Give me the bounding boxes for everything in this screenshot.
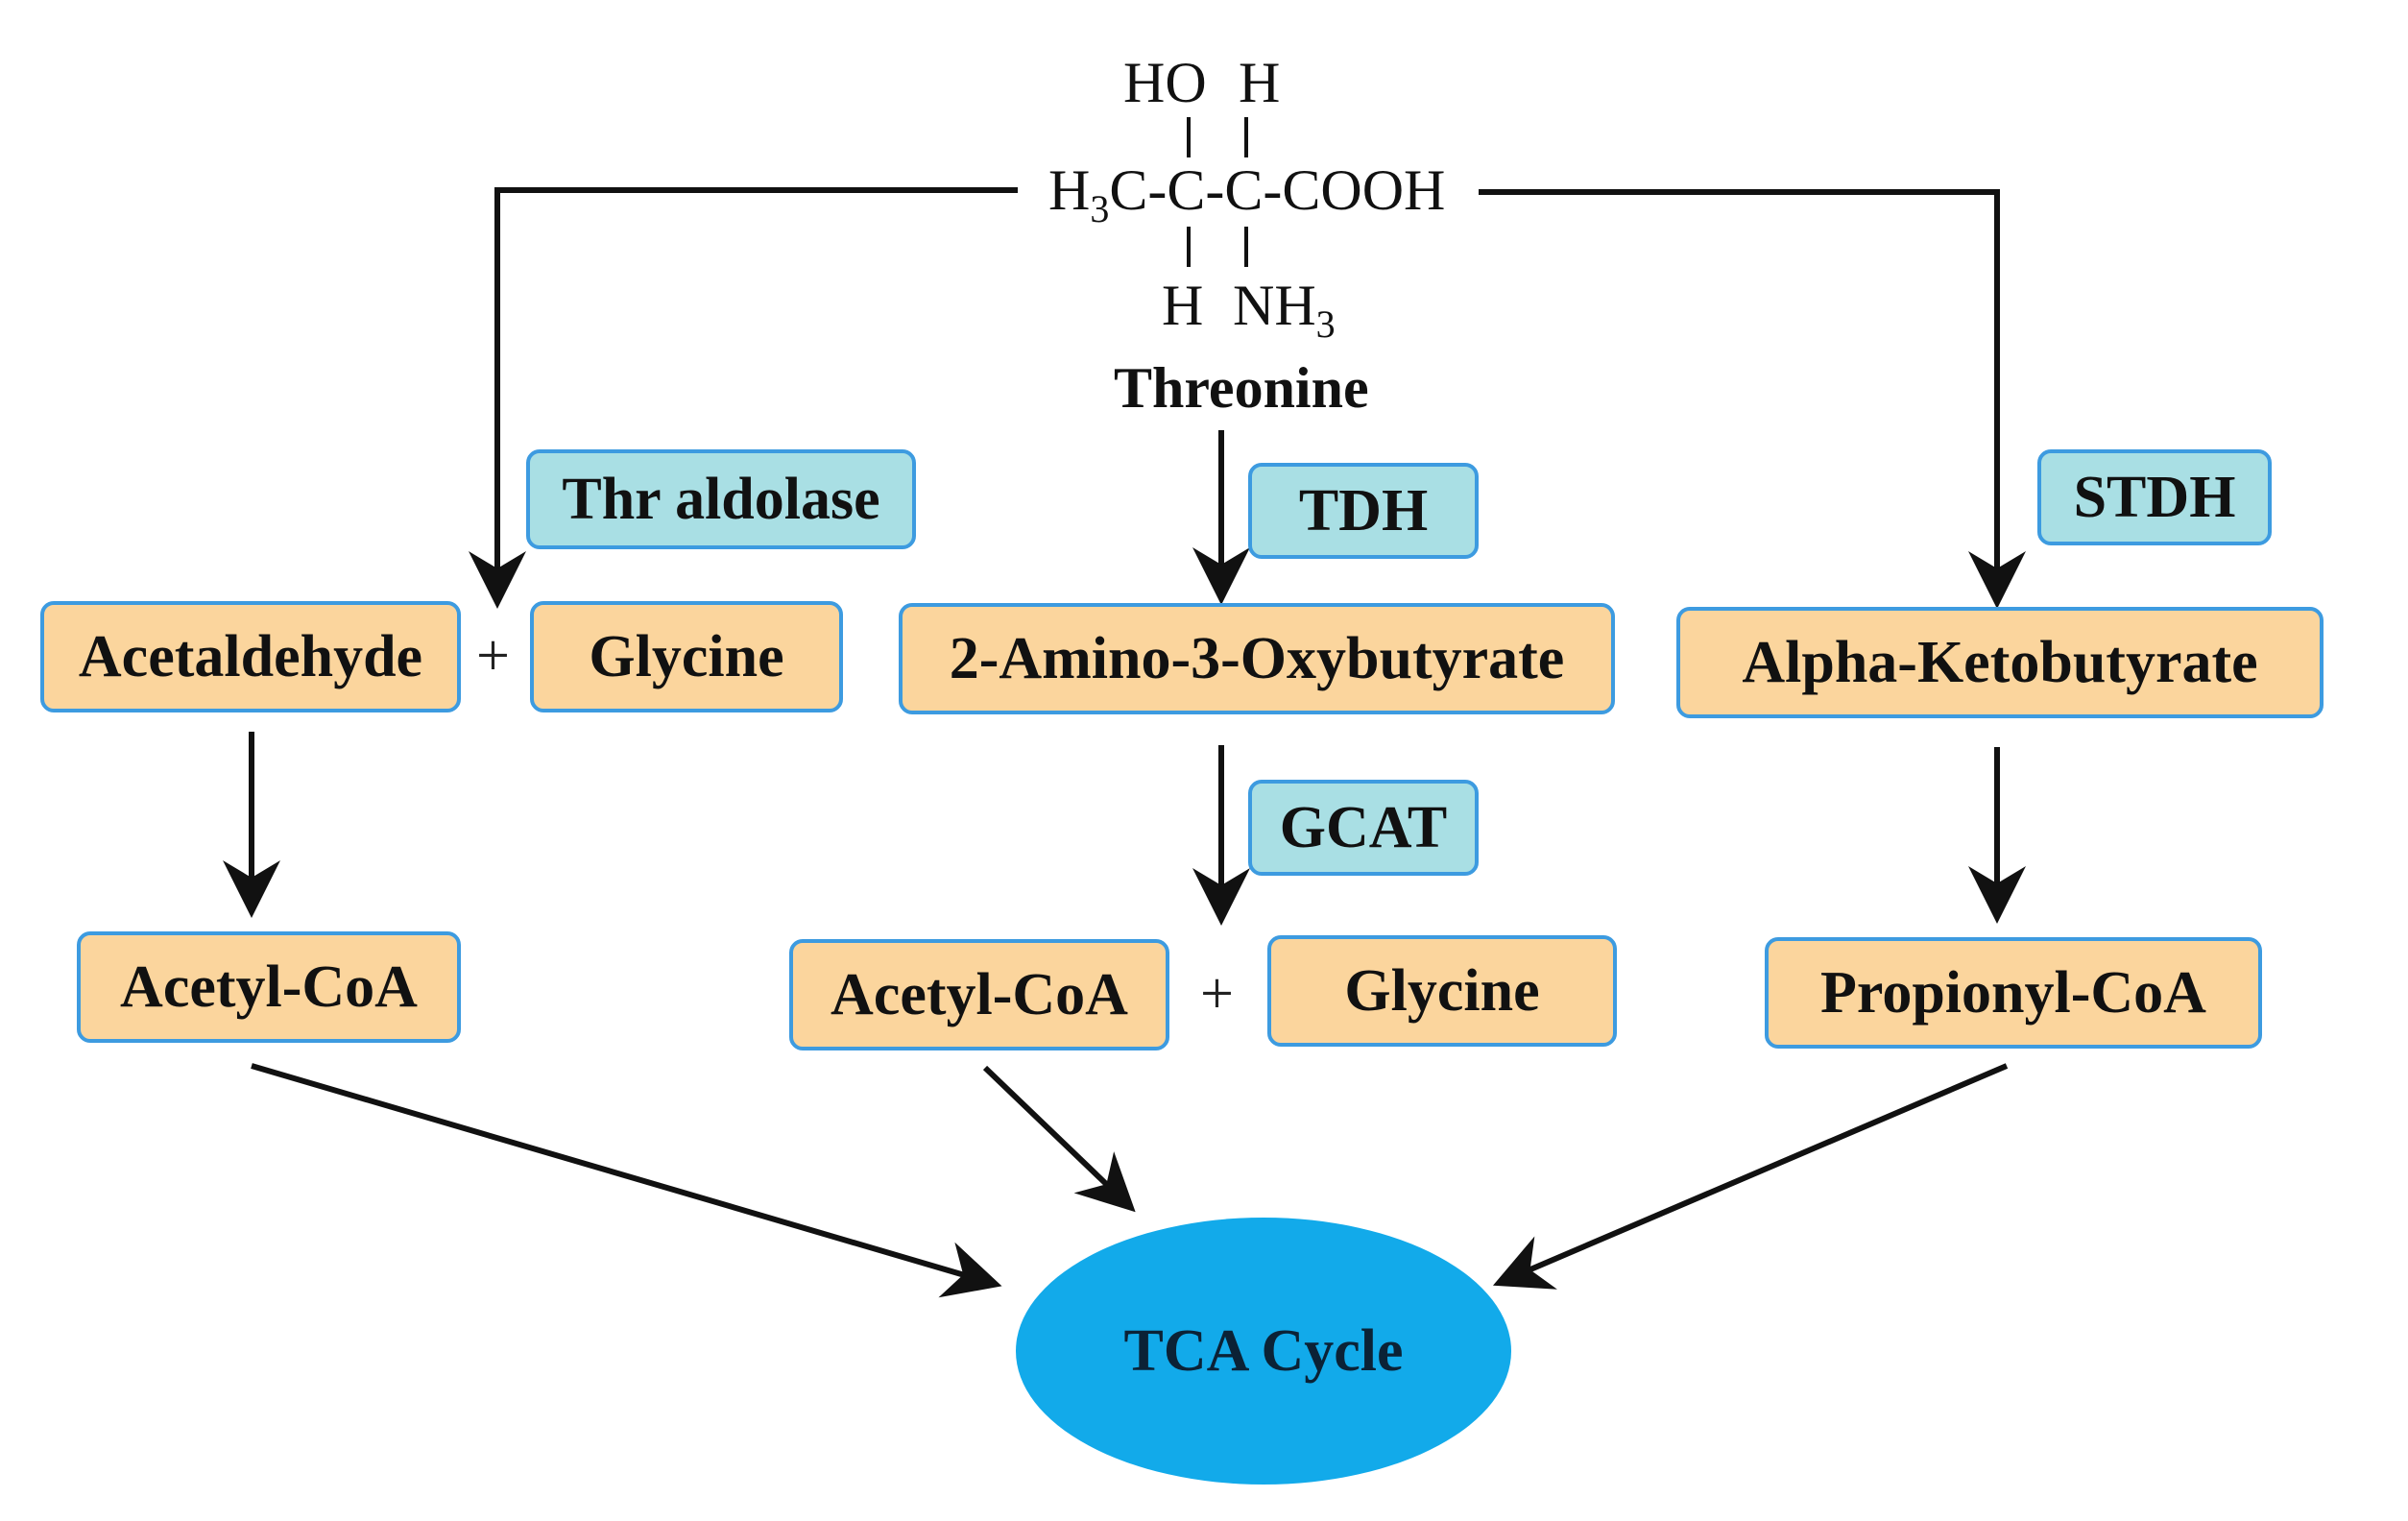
propionylcoa-to-tca-arrow	[1492, 1063, 2009, 1290]
metabolite-2-amino-3-oxybutyrate: 2-Amino-3-Oxybutyrate	[899, 603, 1615, 714]
metabolite-acetyl-coa-mid: Acetyl-CoA	[789, 939, 1169, 1050]
formula-bottom-nh3: NH3	[1233, 274, 1336, 346]
bond-lower-right	[1244, 227, 1248, 267]
formula-top-ho: HO	[1123, 51, 1207, 114]
metabolite-glycine-left: Glycine	[530, 601, 843, 712]
metabolite-glycine-mid: Glycine	[1267, 935, 1617, 1047]
formula-top-h: H	[1239, 51, 1281, 114]
acetylcoa-left-to-tca-arrow	[251, 1063, 1002, 1298]
formula-bottom-h: H	[1162, 274, 1204, 337]
threonine-to-ketobutyrate-arrow	[1479, 189, 2026, 609]
metabolite-alpha-ketobutyrate: Alpha-Ketobutyrate	[1676, 607, 2324, 718]
enzyme-stdh: STDH	[2037, 449, 2272, 545]
enzyme-gcat: GCAT	[1248, 780, 1479, 876]
enzyme-thr-aldolase: Thr aldolase	[526, 449, 916, 549]
metabolite-propionyl-coa: Propionyl-CoA	[1765, 937, 2262, 1049]
enzyme-tdh: TDH	[1248, 463, 1479, 559]
acetylcoa-mid-to-tca-arrow	[982, 1065, 1136, 1213]
threonine-label: Threonine	[1114, 356, 1369, 420]
metabolite-acetyl-coa-left: Acetyl-CoA	[77, 931, 461, 1043]
threonine-to-acetaldehyde-arrow	[469, 187, 1018, 609]
tca-cycle: TCA Cycle	[1016, 1218, 1511, 1485]
bond-upper-left	[1187, 117, 1191, 157]
bond-upper-right	[1244, 117, 1248, 157]
plus-sign-left: +	[476, 623, 510, 688]
formula-main: H3C-C-C-COOH	[1048, 158, 1446, 230]
metabolite-acetaldehyde: Acetaldehyde	[40, 601, 461, 712]
plus-sign-mid: +	[1200, 961, 1234, 1026]
bond-lower-left	[1187, 227, 1191, 267]
